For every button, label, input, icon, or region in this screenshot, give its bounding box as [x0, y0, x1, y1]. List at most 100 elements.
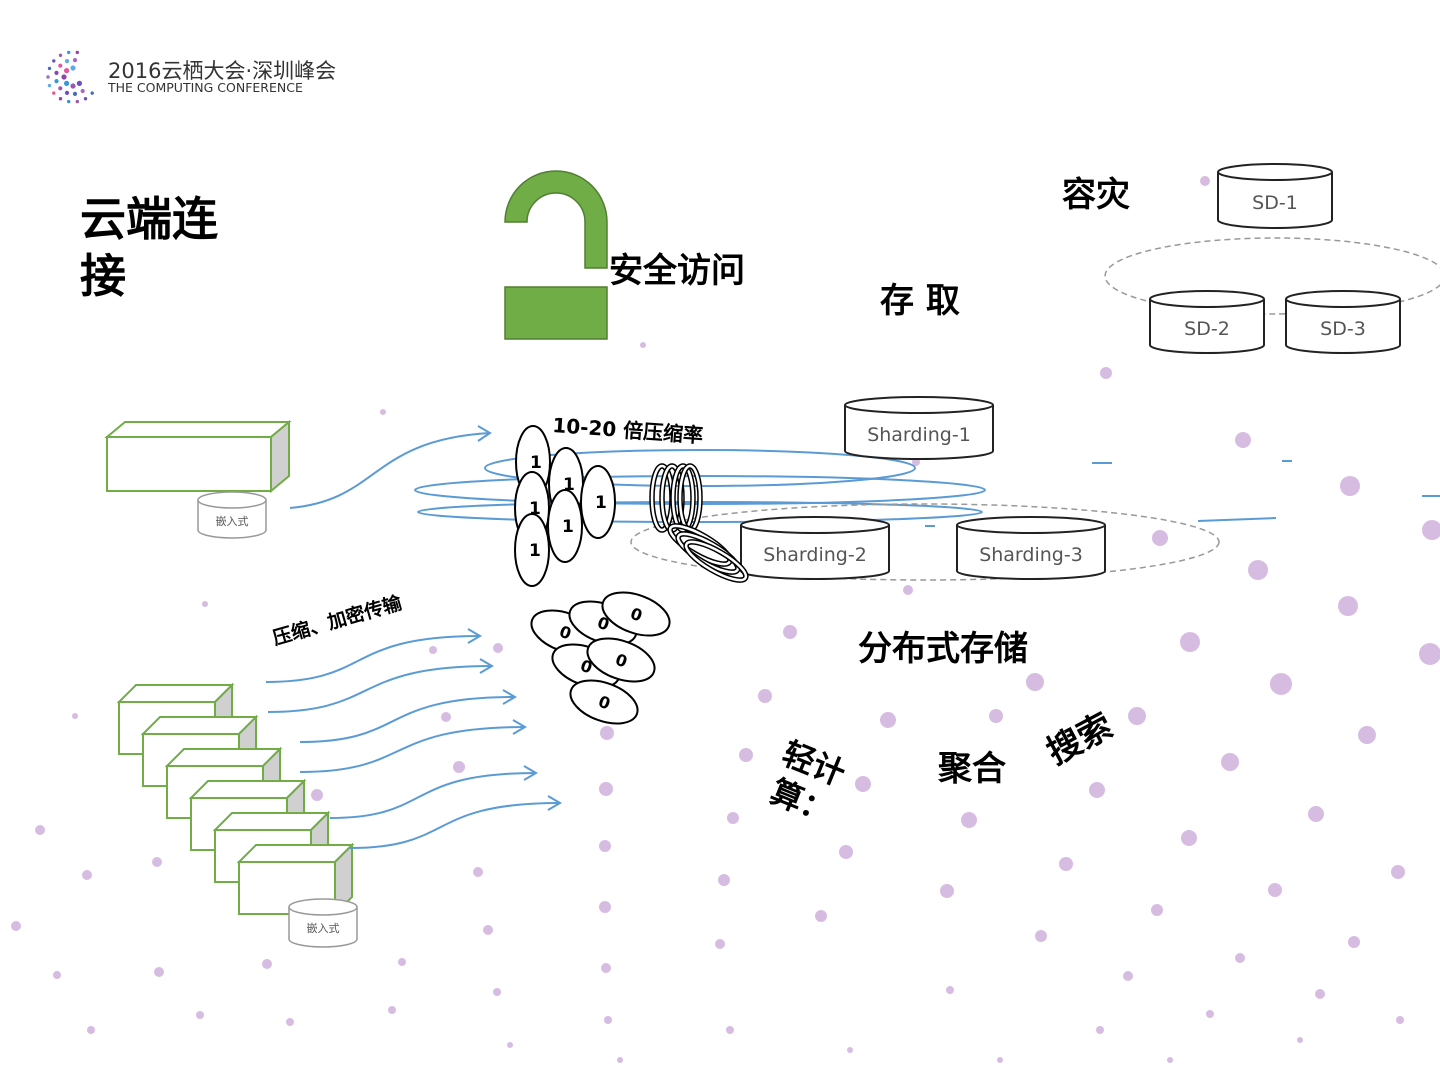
upload-arrow	[299, 696, 516, 743]
background-dot	[600, 726, 614, 740]
logo-dot	[64, 80, 70, 86]
embedded-db-top	[197, 491, 267, 539]
logo-dot	[58, 63, 63, 68]
background-dot	[196, 1011, 204, 1019]
distributed-storage-label: 分布式存储	[858, 629, 1028, 669]
background-dot	[388, 1006, 396, 1014]
background-dot	[53, 971, 61, 979]
background-dot	[72, 713, 78, 719]
upload-arrowhead	[523, 765, 538, 781]
embedded-label-top: 嵌入式	[216, 515, 249, 528]
background-dot	[726, 1026, 734, 1034]
logo-dot	[76, 80, 82, 86]
logo-dot	[64, 59, 70, 64]
embedded-label-bottom: 嵌入式	[307, 922, 340, 935]
device-box-top-face	[140, 716, 259, 735]
logo-dot	[58, 97, 63, 101]
cylinder-body	[1285, 299, 1401, 354]
background-dot	[1338, 596, 1358, 616]
sd2-cylinder	[1149, 290, 1265, 354]
logo-dot	[58, 86, 63, 91]
aggregate-label: 聚合	[937, 749, 1006, 789]
logo-dot	[72, 91, 78, 96]
upload-arrow	[299, 726, 526, 773]
logo-title: 2016云栖大会·深圳峰会	[108, 59, 336, 83]
data-chunk-one	[547, 489, 583, 563]
background-dot	[35, 825, 45, 835]
upload-arrowhead-top	[477, 425, 492, 442]
background-dot	[1308, 806, 1324, 822]
background-dot	[1059, 857, 1073, 871]
background-dot	[453, 761, 465, 773]
compression-rate-label: 10-20 倍压缩率	[552, 413, 704, 447]
logo-dot	[58, 53, 63, 57]
cylinder-top	[844, 396, 994, 414]
logo-dot	[70, 83, 76, 89]
background-dot	[940, 884, 954, 898]
logo-dot	[46, 75, 50, 79]
data-chunk-one	[514, 513, 550, 587]
background-dot	[912, 458, 920, 466]
background-dot	[507, 1042, 513, 1048]
cylinder-body	[1217, 172, 1333, 229]
search-label: 搜索	[1040, 706, 1119, 773]
upload-arrowhead	[547, 795, 562, 811]
background-dot	[1315, 989, 1325, 999]
cylinder-top	[1285, 290, 1401, 308]
background-dot	[997, 1057, 1003, 1063]
background-dot	[601, 963, 611, 973]
sharding1-cylinder	[844, 396, 994, 460]
background-dot	[783, 625, 797, 639]
logo-dot	[70, 65, 76, 71]
data-chunk-one-label: 1	[595, 493, 607, 513]
sd1-label: SD-1	[1252, 192, 1298, 214]
sharding1-label: Sharding-1	[867, 424, 971, 446]
sd2-label: SD-2	[1184, 318, 1230, 340]
background-dot	[493, 643, 503, 653]
device-box-top-face	[236, 844, 355, 863]
background-dot	[398, 958, 406, 966]
background-dot	[1221, 753, 1239, 771]
cloud-connect-label-line2: 接	[80, 249, 126, 303]
logo-mark	[46, 50, 94, 104]
background-dot	[1180, 632, 1200, 652]
upload-arrow-top	[289, 432, 491, 509]
background-dot	[152, 857, 162, 867]
background-dot	[1181, 830, 1197, 846]
compress-encrypt-label: 压缩、加密传输	[270, 591, 405, 650]
logo-subtitle: THE COMPUTING CONFERENCE	[107, 80, 303, 95]
background-dot	[1089, 782, 1105, 798]
logo-dot	[54, 70, 59, 75]
background-dot	[1035, 930, 1047, 942]
background-dot	[727, 812, 739, 824]
background-dot	[429, 646, 437, 654]
background-dot	[311, 789, 323, 801]
cylinder-top	[1217, 163, 1333, 181]
logo-dot	[61, 74, 67, 80]
sd1-cylinder	[1217, 163, 1333, 229]
background-dot	[847, 1047, 853, 1053]
background-dot	[1128, 707, 1146, 725]
dr-cluster-ring	[1104, 237, 1440, 315]
padlock-icon	[504, 170, 608, 340]
sharding3-cylinder	[956, 516, 1106, 580]
background-dot	[599, 840, 611, 852]
upload-arrow	[267, 665, 493, 713]
cylinder-body	[844, 405, 994, 460]
logo-dot	[75, 99, 80, 104]
background-dot	[87, 1026, 95, 1034]
upload-arrows-stack	[265, 628, 562, 849]
data-chunk-zero	[601, 591, 671, 637]
background-dot	[855, 776, 871, 792]
data-chunk-one-label: 1	[530, 453, 542, 473]
logo-dot	[64, 68, 70, 74]
upload-arrowhead	[502, 689, 517, 705]
data-chunk-one-label: 1	[529, 499, 541, 519]
data-chunk-one-label: 1	[529, 541, 541, 561]
data-chunk-zero	[569, 679, 639, 725]
background-dot	[1248, 560, 1268, 580]
background-dot	[599, 901, 611, 913]
